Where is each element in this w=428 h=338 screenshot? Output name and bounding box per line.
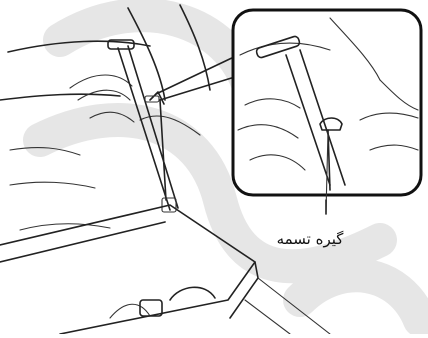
belt-clip-label: گیره تسمه xyxy=(248,230,372,248)
